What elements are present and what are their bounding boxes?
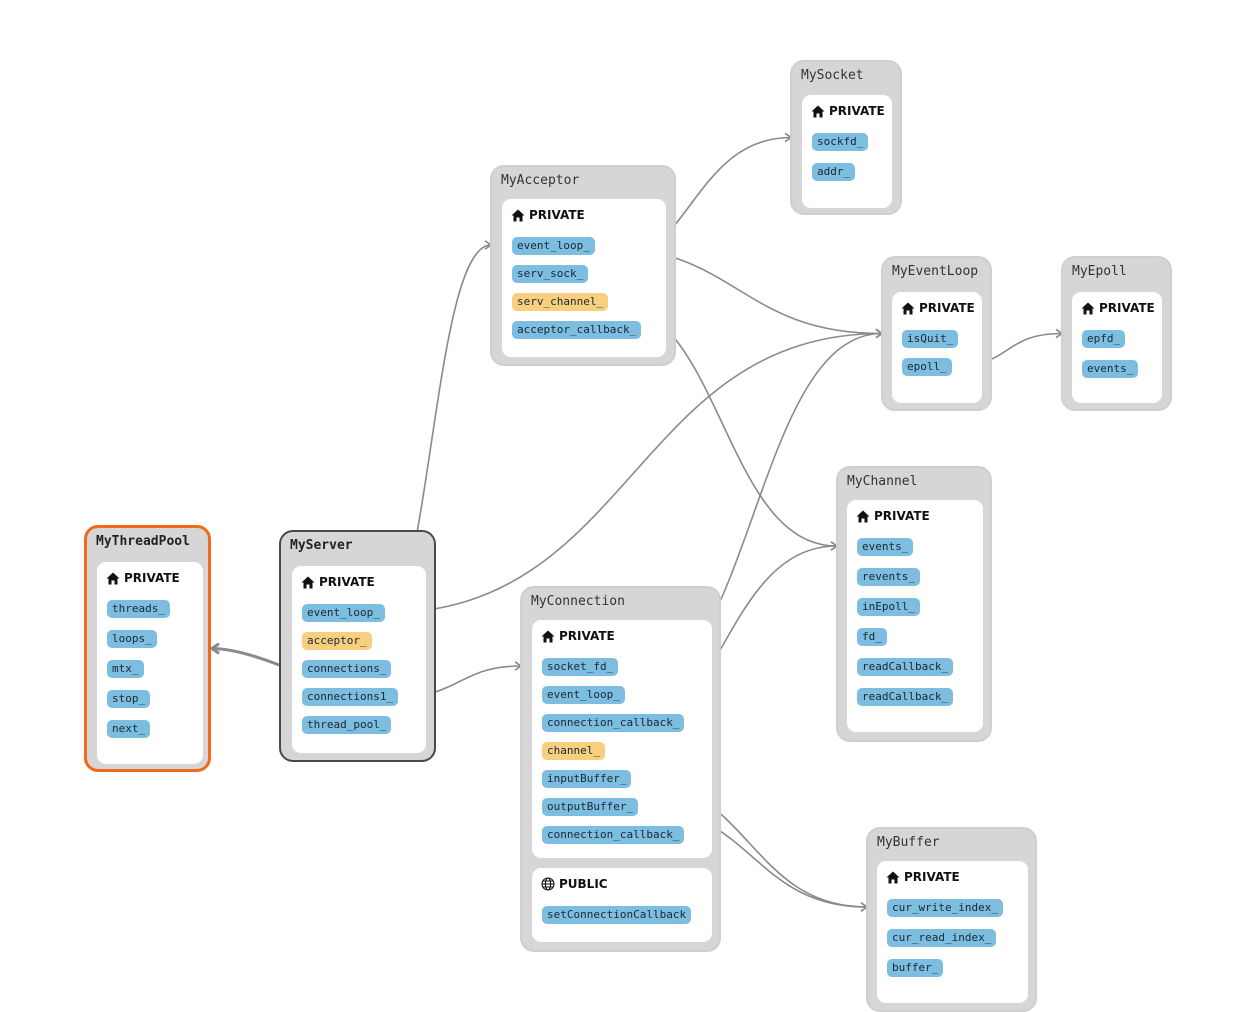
house-icon bbox=[541, 630, 555, 643]
class-title: MyConnection bbox=[531, 594, 625, 609]
field-acceptor-callback[interactable]: acceptor_callback_ bbox=[512, 321, 642, 339]
section-header: PUBLIC bbox=[541, 876, 608, 892]
class-title: MyThreadPool bbox=[96, 534, 190, 549]
section-header: PRIVATE bbox=[811, 103, 885, 119]
edge-arrow-3 bbox=[209, 642, 220, 655]
class-title: MyEpoll bbox=[1072, 264, 1127, 279]
edge-0 bbox=[384, 332, 883, 614]
field-cur-write-index[interactable]: cur_write_index_ bbox=[887, 899, 1003, 917]
field-connection-callback[interactable]: connection_callback_ bbox=[542, 714, 685, 732]
section-private: PRIVATE threads_ loops_ mtx_ stop_ next_ bbox=[97, 562, 203, 764]
section-header: PRIVATE bbox=[511, 207, 585, 223]
house-icon bbox=[856, 510, 870, 523]
field-in-epoll[interactable]: inEpoll_ bbox=[857, 598, 920, 616]
section-public: PUBLIC setConnectionCallback bbox=[532, 868, 712, 942]
section-private: PRIVATE socket_fd_ event_loop_ connection_c… bbox=[532, 620, 712, 858]
field-fd[interactable]: fd_ bbox=[857, 628, 887, 646]
field-next[interactable]: next_ bbox=[107, 720, 151, 738]
field-set-connection-callback[interactable]: setConnectionCallback bbox=[542, 906, 692, 924]
field-events[interactable]: events_ bbox=[1082, 360, 1139, 378]
house-icon bbox=[511, 209, 525, 222]
class-title: MySocket bbox=[801, 68, 864, 83]
section-label: PUBLIC bbox=[559, 877, 608, 891]
section-header: PRIVATE bbox=[886, 869, 960, 885]
class-title: MyChannel bbox=[847, 474, 918, 489]
class-title: MyServer bbox=[290, 538, 353, 553]
section-label: PRIVATE bbox=[124, 571, 180, 585]
field-sockfd[interactable]: sockfd_ bbox=[812, 133, 869, 151]
field-connections1[interactable]: connections1_ bbox=[302, 688, 399, 706]
class-title: MyBuffer bbox=[877, 835, 940, 850]
section-private: PRIVATE isQuit_ epoll_ bbox=[892, 292, 982, 403]
field-socket-fd[interactable]: socket_fd_ bbox=[542, 658, 619, 676]
house-icon bbox=[106, 572, 120, 585]
section-label: PRIVATE bbox=[1099, 301, 1155, 315]
section-label: PRIVATE bbox=[529, 208, 585, 222]
house-icon bbox=[811, 105, 825, 118]
section-header: PRIVATE bbox=[1081, 300, 1155, 316]
field-event-loop[interactable]: event_loop_ bbox=[542, 686, 625, 704]
section-private: PRIVATE epfd_ events_ bbox=[1072, 292, 1162, 403]
house-icon bbox=[901, 302, 915, 315]
field-stop[interactable]: stop_ bbox=[107, 690, 151, 708]
globe-icon bbox=[541, 877, 555, 891]
field-input-buffer[interactable]: inputBuffer_ bbox=[542, 770, 632, 788]
field-output-buffer[interactable]: outputBuffer_ bbox=[542, 798, 639, 816]
field-is-quit[interactable]: isQuit_ bbox=[902, 330, 959, 348]
section-header: PRIVATE bbox=[106, 570, 180, 586]
field-connections[interactable]: connections_ bbox=[302, 660, 392, 678]
section-header: PRIVATE bbox=[301, 574, 375, 590]
section-label: PRIVATE bbox=[319, 575, 375, 589]
section-label: PRIVATE bbox=[919, 301, 975, 315]
class-title: MyEventLoop bbox=[892, 264, 979, 279]
section-label: PRIVATE bbox=[904, 870, 960, 884]
field-read-callback[interactable]: readCallback_ bbox=[857, 688, 954, 706]
section-header: PRIVATE bbox=[901, 300, 975, 316]
house-icon bbox=[1081, 302, 1095, 315]
section-header: PRIVATE bbox=[856, 508, 930, 524]
house-icon bbox=[886, 871, 900, 884]
field-acceptor[interactable]: acceptor_ bbox=[302, 632, 372, 650]
field-channel[interactable]: channel_ bbox=[542, 742, 605, 760]
field-epfd[interactable]: epfd_ bbox=[1082, 330, 1126, 348]
house-icon bbox=[301, 576, 315, 589]
field-event-loop[interactable]: event_loop_ bbox=[512, 237, 595, 255]
field-loops[interactable]: loops_ bbox=[107, 630, 157, 648]
field-addr[interactable]: addr_ bbox=[812, 163, 856, 181]
field-serv-sock[interactable]: serv_sock_ bbox=[512, 265, 589, 283]
field-revents[interactable]: revents_ bbox=[857, 568, 920, 586]
field-event-loop[interactable]: event_loop_ bbox=[302, 604, 385, 622]
field-threads[interactable]: threads_ bbox=[107, 600, 170, 618]
field-events[interactable]: events_ bbox=[857, 538, 914, 556]
section-private: PRIVATE events_ revents_ inEpoll_ fd_ readCal… bbox=[847, 500, 983, 732]
field-read-callback[interactable]: readCallback_ bbox=[857, 658, 954, 676]
field-serv-channel[interactable]: serv_channel_ bbox=[512, 293, 609, 311]
section-label: PRIVATE bbox=[829, 104, 885, 118]
field-cur-read-index[interactable]: cur_read_index_ bbox=[887, 929, 997, 947]
section-header: PRIVATE bbox=[541, 628, 615, 644]
field-mtx[interactable]: mtx_ bbox=[107, 660, 144, 678]
field-epoll[interactable]: epoll_ bbox=[902, 358, 952, 376]
section-label: PRIVATE bbox=[559, 629, 615, 643]
class-title: MyAcceptor bbox=[501, 173, 580, 188]
section-private: PRIVATE event_loop_ serv_sock_ serv_channel… bbox=[502, 199, 666, 357]
field-buffer[interactable]: buffer_ bbox=[887, 959, 944, 977]
section-private: PRIVATE cur_write_index_ cur_read_index_bu… bbox=[877, 861, 1028, 1003]
section-label: PRIVATE bbox=[874, 509, 930, 523]
field-thread-pool[interactable]: thread_pool_ bbox=[302, 716, 392, 734]
section-private: PRIVATE event_loop_ acceptor_ connections_c… bbox=[292, 566, 426, 753]
section-private: PRIVATE sockfd_ addr_ bbox=[802, 95, 892, 208]
field-connection-callback[interactable]: connection_callback_ bbox=[542, 826, 685, 844]
